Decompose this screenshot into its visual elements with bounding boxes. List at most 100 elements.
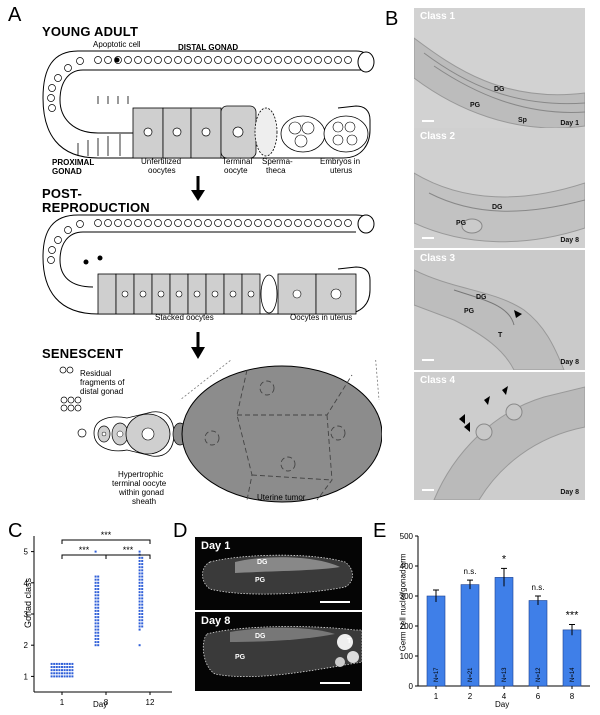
data-point xyxy=(97,616,100,619)
terminal-label-2: oocyte xyxy=(224,166,248,175)
data-point xyxy=(94,606,97,609)
data-point xyxy=(138,628,141,631)
oocytes-in-uterus-label: Oocytes in uterus xyxy=(290,313,353,322)
data-point xyxy=(97,606,100,609)
data-point xyxy=(63,675,66,678)
day-label: Day 1 xyxy=(560,120,579,127)
data-point xyxy=(55,675,58,678)
hypertrophic-label-4: sheath xyxy=(132,497,157,506)
data-point xyxy=(53,675,56,678)
data-point xyxy=(71,675,74,678)
data-point xyxy=(138,559,141,562)
data-point xyxy=(138,581,141,584)
data-point xyxy=(61,672,63,675)
data-point xyxy=(141,594,144,597)
c-xlabel: Day xyxy=(93,700,108,709)
x-tick-label: 4 xyxy=(502,692,507,701)
data-point xyxy=(138,578,141,581)
worm-image xyxy=(414,128,585,248)
panel-letter-c: C xyxy=(8,520,23,542)
x-tick-label: 6 xyxy=(536,692,541,701)
data-point xyxy=(94,613,97,615)
data-point xyxy=(50,662,53,665)
pg-label: PG xyxy=(456,220,467,227)
y-tick-label: 200 xyxy=(400,622,414,631)
class-label: Class 2 xyxy=(420,131,456,142)
y-tick-label: 1 xyxy=(24,672,29,681)
young-adult-title: YOUNG ADULT xyxy=(42,24,139,39)
class-label: Class 4 xyxy=(420,375,456,386)
data-point xyxy=(61,675,63,678)
data-point xyxy=(138,556,141,559)
significance-label: *** xyxy=(79,545,90,555)
uterine-tumor-label: Uterine tumor xyxy=(257,493,306,502)
data-point xyxy=(94,581,97,584)
data-point xyxy=(50,675,53,678)
dg-label: DG xyxy=(257,559,268,566)
worm-image xyxy=(414,250,585,370)
data-point xyxy=(141,575,144,578)
class2-micrograph: Class 2 DG PG Day 8 xyxy=(414,128,585,248)
significance-bracket xyxy=(61,539,151,544)
data-point xyxy=(58,672,61,675)
proximal-gonad-label-1: PROXIMAL xyxy=(52,158,95,167)
y-tick-label: 3 xyxy=(24,610,29,619)
data-point xyxy=(50,669,53,672)
data-point xyxy=(138,550,141,553)
worm-image xyxy=(202,626,362,678)
data-point xyxy=(66,666,69,669)
data-point xyxy=(97,584,100,587)
data-point xyxy=(138,563,141,566)
x-tick-label: 8 xyxy=(570,692,575,701)
day-label: Day 8 xyxy=(560,237,579,244)
data-point xyxy=(94,597,97,600)
t-label: T xyxy=(498,332,503,339)
y-tick-label: 400 xyxy=(400,562,414,571)
spermatheca-label-2: theca xyxy=(266,166,286,175)
data-point xyxy=(55,666,58,669)
apoptotic-cell-label: Apoptotic cell xyxy=(93,40,141,49)
data-point xyxy=(97,575,100,578)
hypertrophic-label-1: Hypertrophic xyxy=(118,470,164,479)
data-point xyxy=(94,591,97,594)
data-point xyxy=(66,669,69,672)
scale-bar xyxy=(320,601,350,603)
data-point xyxy=(141,559,144,562)
data-point xyxy=(66,662,69,665)
data-point xyxy=(141,578,144,581)
worm-image xyxy=(202,554,353,595)
day-label: Day 8 xyxy=(560,489,579,496)
data-point xyxy=(138,588,141,591)
data-point xyxy=(94,634,97,637)
x-tick-label: 8 xyxy=(104,698,109,707)
data-point xyxy=(68,662,71,665)
proximal-gonad-label-2: GONAD xyxy=(52,167,82,176)
data-point xyxy=(97,641,100,644)
scale-bar xyxy=(320,682,350,684)
significance-bracket xyxy=(61,554,107,559)
post-reproduction-gonad-diagram xyxy=(42,214,375,315)
data-point xyxy=(94,619,97,622)
data-point xyxy=(53,666,56,669)
data-point xyxy=(141,603,144,606)
data-point xyxy=(141,581,144,584)
data-point xyxy=(58,675,61,678)
day1-fluorescence-image: Day 1 DG PG xyxy=(195,537,362,610)
data-point xyxy=(138,591,141,594)
residual-label-1: Residual xyxy=(80,369,112,378)
data-point xyxy=(138,609,141,612)
data-point xyxy=(94,641,97,644)
scale-bar xyxy=(422,359,434,361)
annotation-label: n.s. xyxy=(532,583,545,592)
data-point xyxy=(138,575,141,578)
data-point xyxy=(94,603,97,606)
y-tick-label: 500 xyxy=(400,532,414,541)
data-point xyxy=(94,584,97,587)
data-point xyxy=(141,609,144,612)
worm-image xyxy=(414,372,585,500)
post-reproduction-title-1: POST- xyxy=(42,186,83,201)
data-point xyxy=(94,550,97,553)
class1-micrograph: Class 1 DG PG Sp Day 1 xyxy=(414,8,585,131)
data-point xyxy=(71,666,74,669)
hypertrophic-label-3: within gonad xyxy=(119,488,164,497)
